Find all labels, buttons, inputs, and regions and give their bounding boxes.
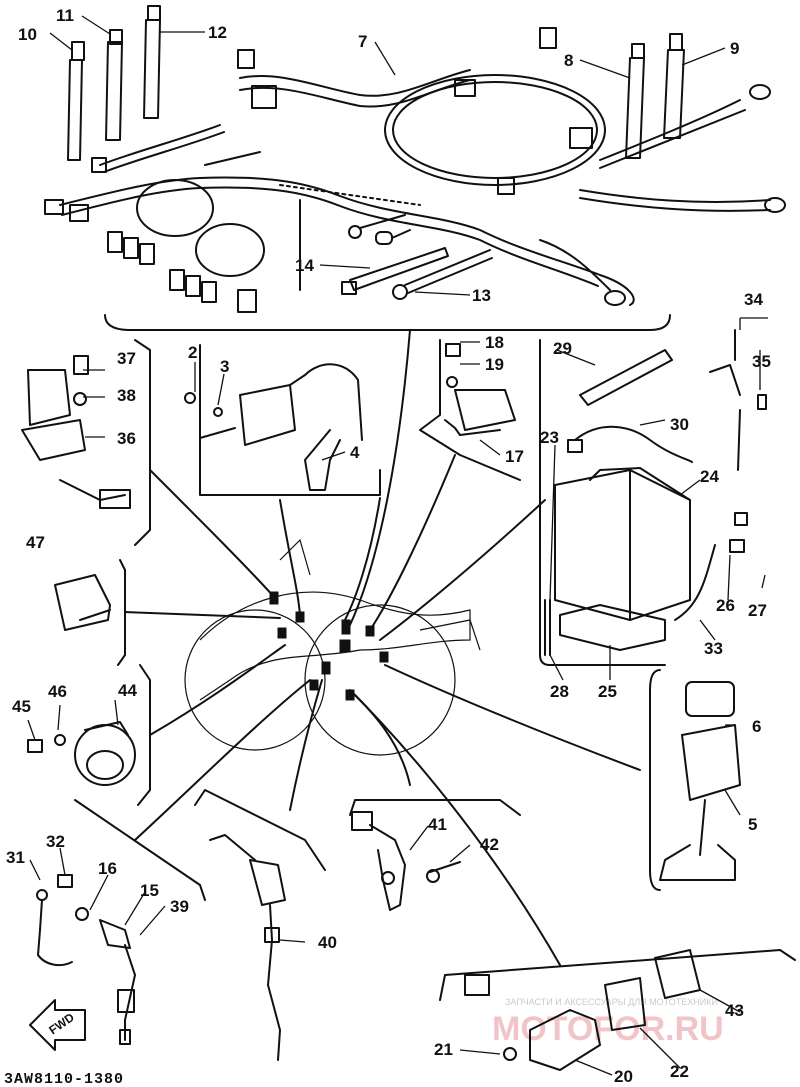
label-21: 21 bbox=[434, 1040, 453, 1059]
switch-41-bracket bbox=[349, 799, 521, 816]
battery-band-29 bbox=[579, 349, 673, 406]
relay-22 bbox=[604, 977, 646, 1031]
watermark-tagline: ЗАПЧАСТИ И АКСЕССУАРЫ ДЛЯ МОТОТЕХНИКИ bbox=[505, 997, 718, 1007]
fwd-label: FWD bbox=[46, 1010, 77, 1037]
callout-numbers: 2 3 4 5 6 7 8 9 10 11 12 13 14 15 16 17 … bbox=[6, 6, 771, 1086]
label-39: 39 bbox=[170, 897, 189, 916]
cable-tie-14 bbox=[341, 247, 449, 295]
label-23: 23 bbox=[540, 428, 559, 447]
label-35: 35 bbox=[752, 352, 771, 371]
main-wire-harness bbox=[44, 27, 786, 313]
label-33: 33 bbox=[704, 639, 723, 658]
label-38: 38 bbox=[117, 386, 136, 405]
label-40: 40 bbox=[318, 933, 337, 952]
label-32: 32 bbox=[46, 832, 65, 851]
label-36: 36 bbox=[117, 429, 136, 448]
relay-47 bbox=[54, 574, 111, 631]
main-switch-group-bracket bbox=[134, 339, 151, 546]
label-24: 24 bbox=[700, 467, 719, 486]
lead-31 bbox=[36, 874, 89, 967]
label-27: 27 bbox=[748, 601, 767, 620]
label-45: 45 bbox=[12, 697, 31, 716]
label-46: 46 bbox=[48, 682, 67, 701]
label-20: 20 bbox=[614, 1067, 633, 1086]
label-34: 34 bbox=[744, 290, 763, 309]
label-19: 19 bbox=[485, 355, 504, 374]
label-16: 16 bbox=[98, 859, 117, 878]
breather-pipe-28 bbox=[544, 599, 551, 656]
label-44: 44 bbox=[118, 681, 137, 700]
label-15: 15 bbox=[140, 881, 159, 900]
label-42: 42 bbox=[480, 835, 499, 854]
horn-44 bbox=[27, 721, 136, 786]
battery-tray-25 bbox=[559, 604, 666, 651]
label-4: 4 bbox=[350, 443, 360, 462]
band-9 bbox=[663, 33, 685, 139]
switch-15 bbox=[99, 919, 136, 1045]
ignition-coil bbox=[184, 363, 363, 491]
band-12 bbox=[143, 5, 161, 119]
label-17: 17 bbox=[505, 447, 524, 466]
label-31: 31 bbox=[6, 848, 25, 867]
rectifier-regulator bbox=[444, 343, 516, 436]
relay-47-bracket bbox=[117, 559, 126, 666]
starter-relay-36 bbox=[21, 355, 131, 509]
group-leader-lines bbox=[124, 329, 641, 966]
battery-cable-30 bbox=[567, 425, 693, 463]
label-18: 18 bbox=[485, 333, 504, 352]
sensor-group-bracket bbox=[74, 799, 206, 901]
label-8: 8 bbox=[564, 51, 573, 70]
label-9: 9 bbox=[730, 39, 739, 58]
label-5: 5 bbox=[748, 815, 757, 834]
forward-direction-arrow: FWD bbox=[29, 999, 86, 1051]
band-11 bbox=[105, 29, 123, 141]
label-13: 13 bbox=[472, 286, 491, 305]
battery-cable-33 bbox=[674, 512, 748, 621]
label-26: 26 bbox=[716, 596, 735, 615]
label-47: 47 bbox=[26, 533, 45, 552]
watermark-logo: MOTOFOR.RU bbox=[492, 1010, 724, 1048]
label-28: 28 bbox=[550, 682, 569, 701]
cdi-unit-5 bbox=[659, 681, 741, 881]
cable-tie-13 bbox=[392, 249, 493, 300]
starter-relay-20 bbox=[464, 974, 601, 1071]
label-43: 43 bbox=[725, 1001, 744, 1020]
label-2: 2 bbox=[188, 343, 197, 362]
coil-group-bracket bbox=[199, 344, 381, 496]
battery bbox=[554, 467, 691, 621]
label-11: 11 bbox=[56, 6, 74, 25]
band-10 bbox=[67, 41, 85, 161]
label-29: 29 bbox=[553, 339, 572, 358]
label-3: 3 bbox=[220, 357, 229, 376]
fuse-holder-34 bbox=[709, 329, 767, 471]
bottom-group-bracket bbox=[439, 949, 796, 1001]
frame-clip-locations bbox=[184, 538, 481, 756]
cdi-group-bracket bbox=[649, 669, 661, 891]
band-8 bbox=[625, 43, 645, 159]
label-22: 22 bbox=[670, 1062, 689, 1081]
switch-40 bbox=[209, 834, 286, 1061]
label-10: 10 bbox=[18, 25, 37, 44]
label-7: 7 bbox=[358, 32, 367, 51]
horn-group-bracket bbox=[137, 664, 151, 806]
label-14: 14 bbox=[295, 256, 314, 275]
neutral-switch-bracket bbox=[194, 789, 326, 871]
label-30: 30 bbox=[670, 415, 689, 434]
callout-leaders bbox=[27, 15, 768, 1076]
regulator-group-bracket bbox=[419, 339, 521, 481]
label-12: 12 bbox=[208, 23, 227, 42]
harness-group-bracket bbox=[104, 314, 671, 331]
label-37: 37 bbox=[117, 349, 136, 368]
label-6: 6 bbox=[752, 717, 761, 736]
label-25: 25 bbox=[598, 682, 617, 701]
battery-group-bracket bbox=[539, 339, 666, 666]
switch-41 bbox=[351, 811, 461, 911]
diagram-code: 3AW8110-1380 bbox=[4, 1071, 124, 1087]
label-41: 41 bbox=[428, 815, 447, 834]
